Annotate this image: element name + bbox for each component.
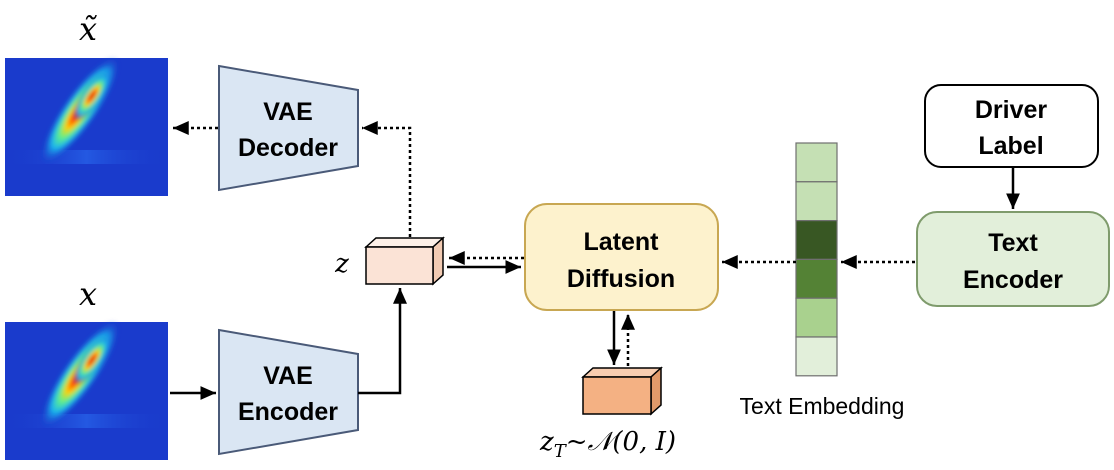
zT-subscript: T [554, 441, 568, 462]
z-cube-side [432, 236, 444, 286]
text-encoder-label-line2: Encoder [963, 266, 1063, 294]
embedding-cell-2 [795, 181, 838, 222]
text-embedding-caption: Text Embedding [740, 393, 905, 419]
vae-decoder-block: VAE Decoder [218, 64, 359, 192]
zT-cube-front [582, 376, 652, 415]
vae-encoder-shape [218, 328, 359, 456]
embedding-cell-5 [795, 297, 838, 338]
driver-label-shape [924, 84, 1099, 168]
zT-distribution-label: zT~𝒩(0, I) [539, 427, 676, 462]
embedding-cell-4 [795, 258, 838, 299]
latent-diffusion-label-line1: Latent [584, 228, 660, 256]
x-tilde-label: x̃ [79, 10, 98, 48]
vae-decoder-shape [218, 64, 359, 192]
z-latent-cube [364, 236, 445, 286]
text-encoder-label-line1: Text [988, 229, 1038, 257]
text-encoder-shape [916, 211, 1110, 307]
vae-encoder-label-line1: VAE [263, 362, 313, 390]
z-cube-top [364, 237, 445, 248]
reconstructed-heatmap-streak [5, 150, 168, 164]
latent-diffusion-block: Latent Diffusion [524, 203, 719, 311]
driver-label-block: Driver Label [924, 84, 1099, 168]
zT-main: z [539, 427, 554, 457]
zT-cube-top [581, 367, 663, 378]
zT-distribution: ~𝒩(0, I) [566, 427, 676, 457]
zT-cube-side [650, 366, 662, 416]
latent-diffusion-shape [524, 203, 719, 311]
embedding-cell-1 [795, 142, 838, 183]
latent-diffusion-label-line2: Diffusion [567, 265, 675, 293]
x-label: x [79, 275, 97, 313]
reconstructed-heatmap [5, 56, 168, 196]
embedding-cell-6 [795, 336, 838, 377]
zT-noise-cube [581, 366, 663, 416]
arrow-z-to-decoder [362, 121, 412, 237]
driver-label-line1: Driver [975, 96, 1048, 124]
input-heatmap-core [72, 334, 112, 386]
vae-decoder-label-line1: VAE [263, 98, 313, 126]
text-encoder-block: Text Encoder [916, 211, 1110, 307]
arrow-encoder-to-z [358, 288, 407, 395]
vae-decoder-label-line2: Decoder [238, 134, 338, 162]
reconstructed-heatmap-core [72, 70, 112, 122]
arrows [170, 121, 1020, 400]
input-heatmap [5, 320, 168, 460]
input-heatmap-streak [5, 414, 168, 428]
driver-label-line2: Label [978, 132, 1043, 160]
z-label: z [334, 249, 349, 279]
vae-encoder-block: VAE Encoder [218, 328, 359, 456]
vae-encoder-label-line2: Encoder [238, 398, 338, 426]
z-cube-front [365, 246, 434, 285]
text-embedding-column [795, 142, 838, 377]
embedding-cell-3 [795, 220, 838, 261]
